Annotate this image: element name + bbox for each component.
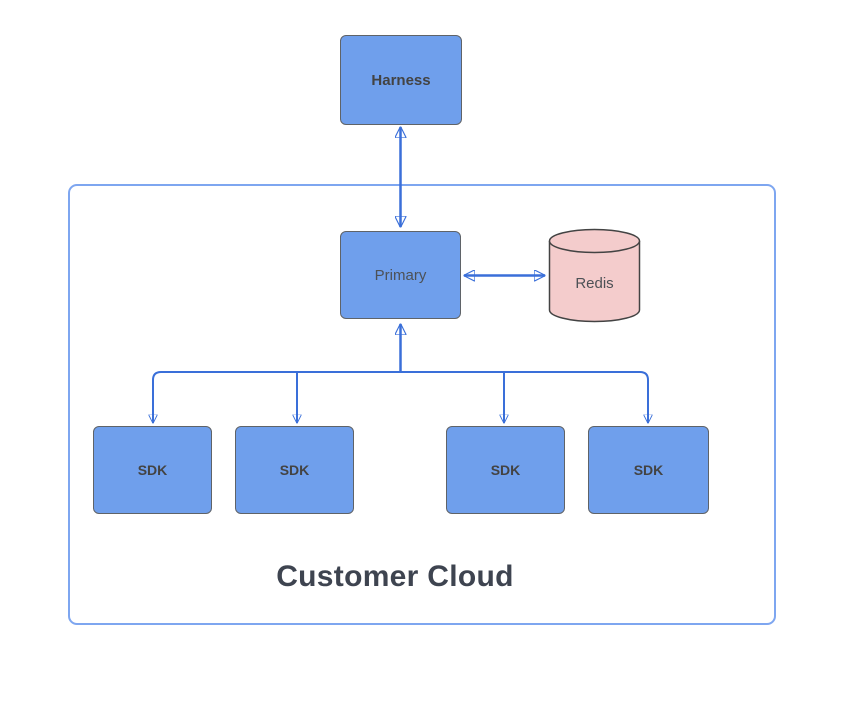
node-sdk-2: SDK xyxy=(235,426,354,514)
node-sdk-2-label: SDK xyxy=(279,462,310,478)
node-harness: Harness xyxy=(340,35,462,125)
node-sdk-1: SDK xyxy=(93,426,212,514)
node-sdk-4: SDK xyxy=(588,426,709,514)
node-redis-label: Redis xyxy=(575,275,614,292)
node-primary: Primary xyxy=(340,231,461,319)
node-sdk-3: SDK xyxy=(446,426,565,514)
customer-cloud-container xyxy=(68,184,776,625)
node-sdk-4-label: SDK xyxy=(633,462,664,478)
cylinder-shape xyxy=(548,228,641,323)
node-harness-label: Harness xyxy=(371,71,431,89)
node-redis: Redis xyxy=(548,228,641,323)
node-sdk-1-label: SDK xyxy=(137,462,168,478)
node-sdk-3-label: SDK xyxy=(490,462,521,478)
customer-cloud-label: Customer Cloud xyxy=(276,560,514,593)
node-primary-label: Primary xyxy=(374,266,427,284)
